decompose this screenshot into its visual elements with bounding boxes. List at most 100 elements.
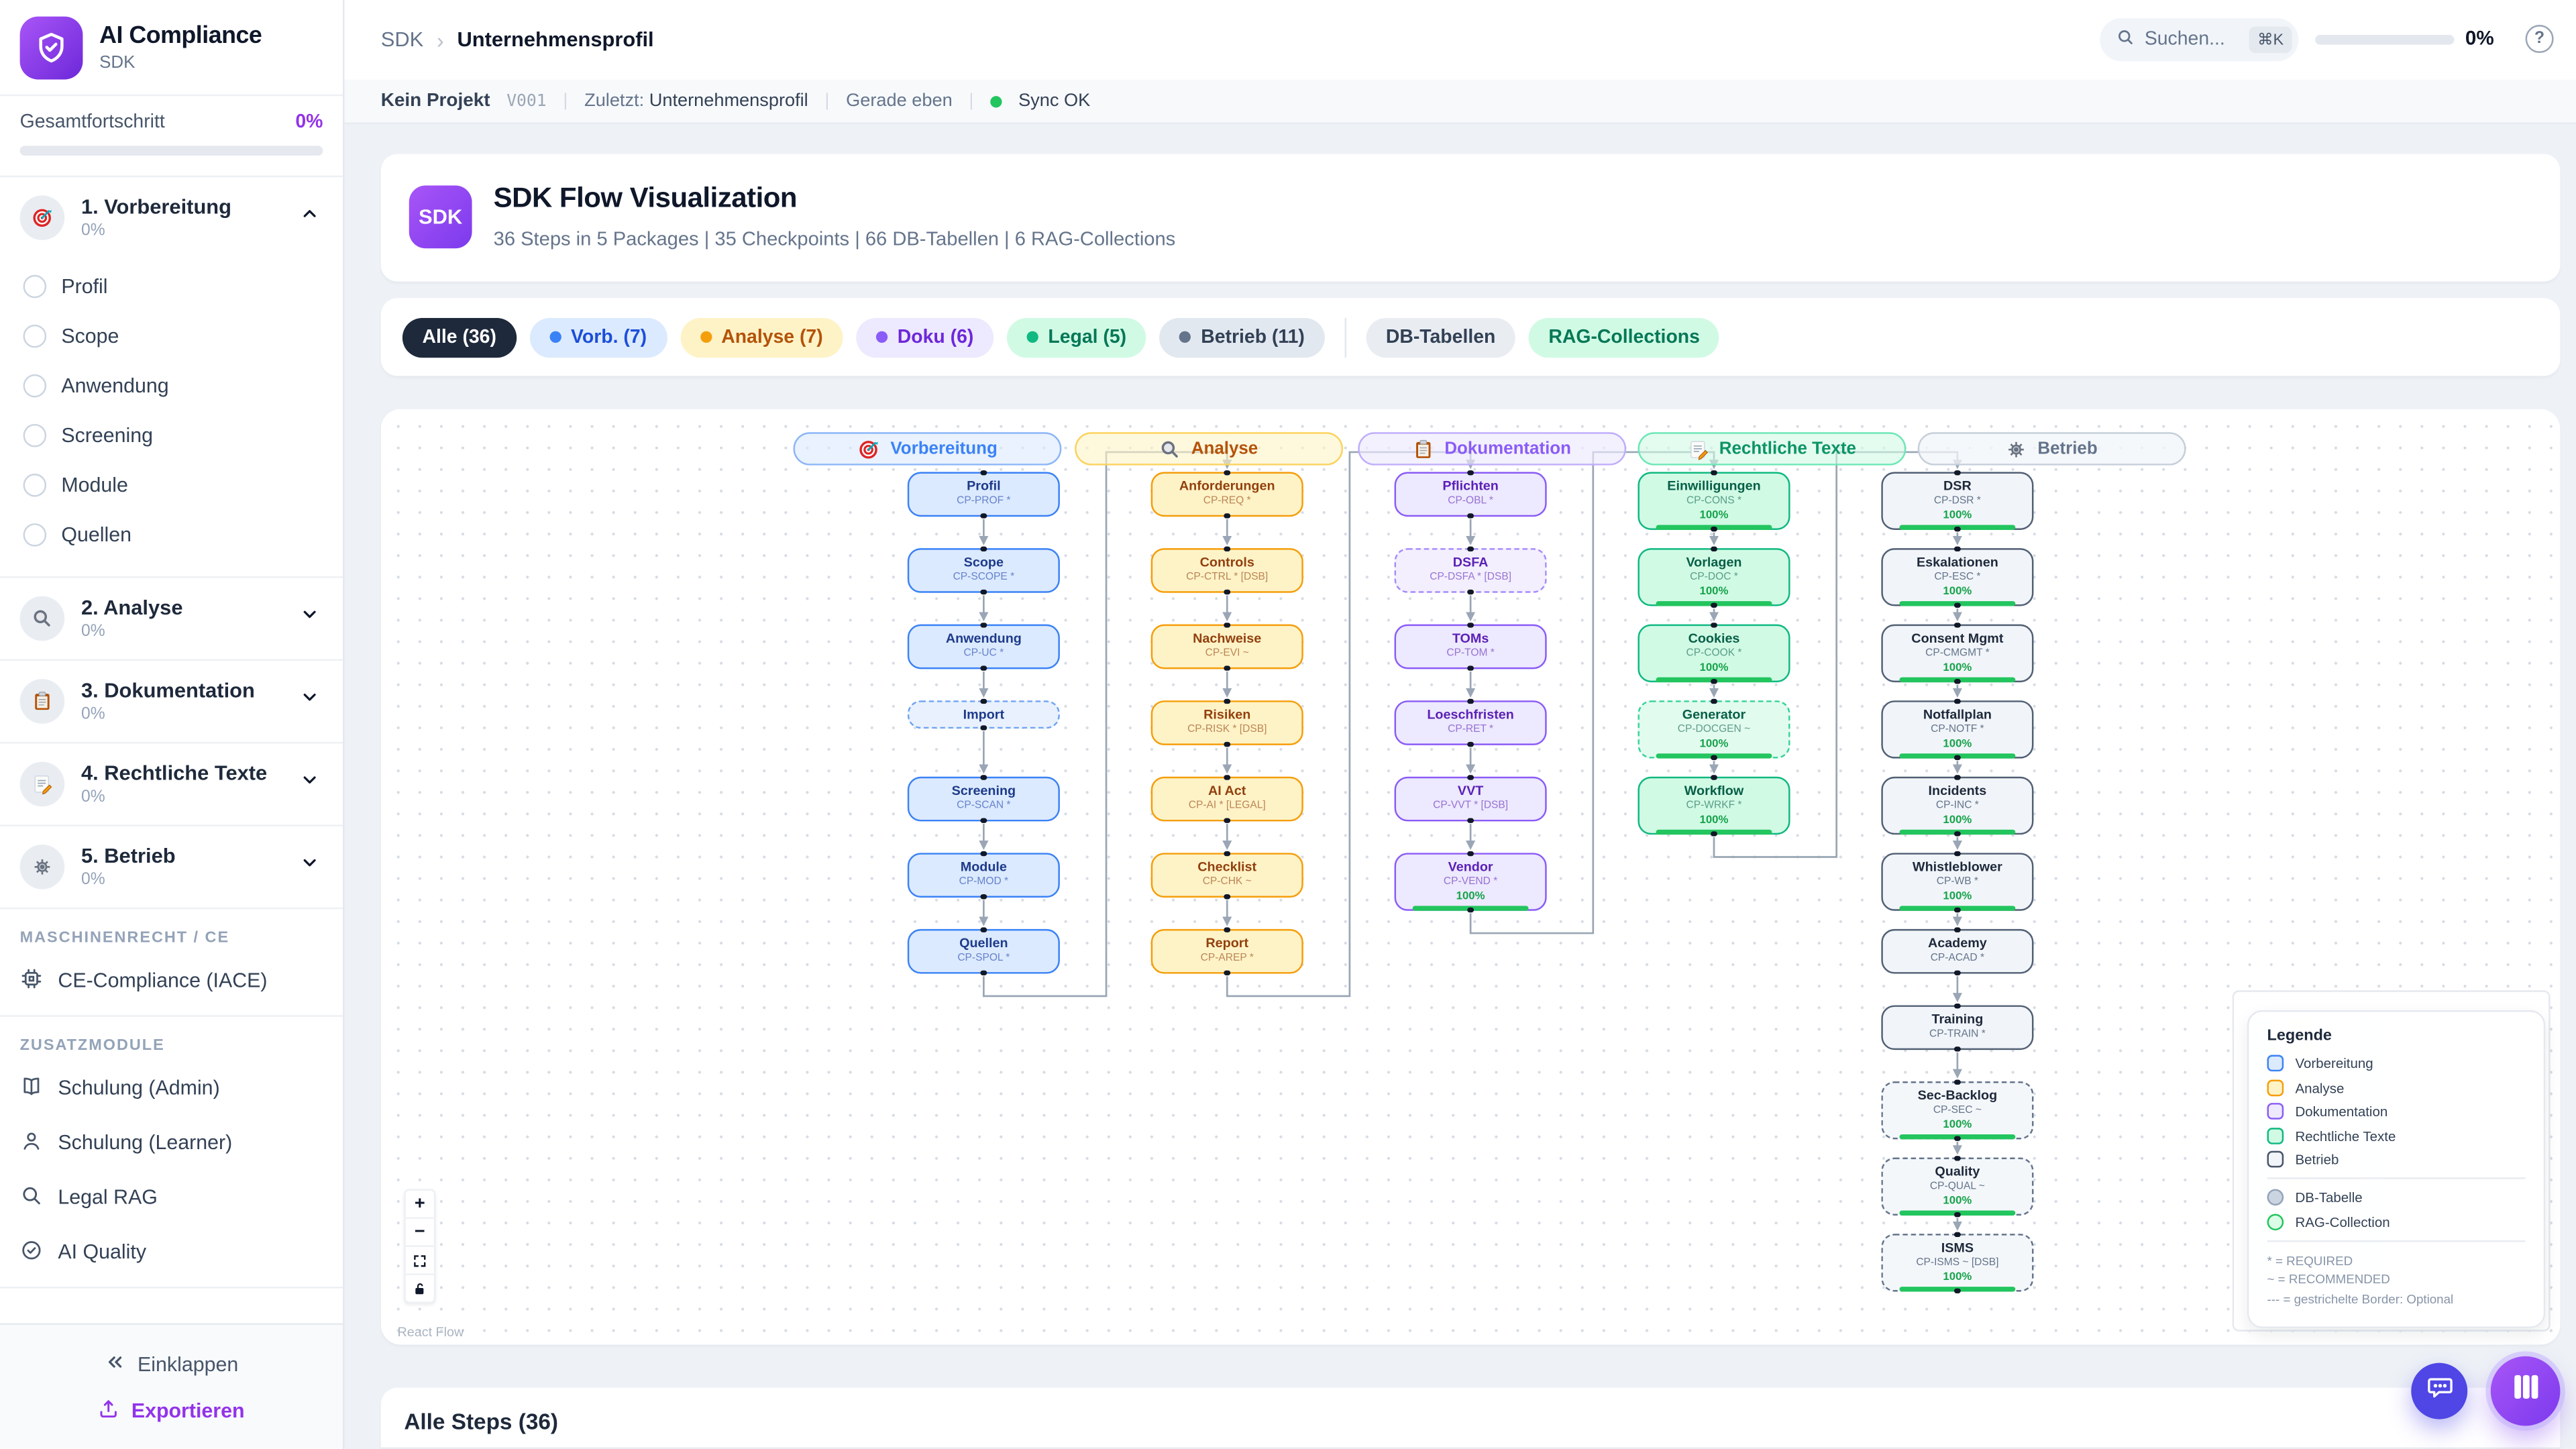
header-progress-value: 0% (2465, 26, 2494, 50)
chevron-down-icon[interactable] (300, 603, 320, 633)
section-items: Profil Scope Anwendung Screening Module … (0, 258, 343, 576)
reactflow-attribution: React Flow (397, 1324, 464, 1340)
swatch-icon (2267, 1079, 2284, 1095)
zoom-out-button[interactable]: − (405, 1219, 434, 1247)
sidebar-item-screening[interactable]: Screening (0, 410, 343, 460)
chat-fab[interactable] (2411, 1362, 2468, 1419)
flow-controls: + − (404, 1189, 436, 1303)
chevron-down-icon[interactable] (300, 686, 320, 715)
flow-group-header-purple[interactable]: Dokumentation (1358, 432, 1627, 466)
app-title: AI Compliance (99, 22, 262, 49)
kanban-fab[interactable] (2490, 1356, 2561, 1426)
fit-view-button[interactable] (405, 1247, 434, 1275)
sidebar-item-ai-quality[interactable]: AI Quality (0, 1225, 343, 1279)
search-outline-icon (20, 1183, 44, 1212)
sidebar-section-4: 4. Rechtliche Texte 0% (0, 743, 343, 826)
sidebar-item-anwendung[interactable]: Anwendung (0, 360, 343, 410)
zoom-in-button[interactable]: + (405, 1191, 434, 1219)
lock-button[interactable] (406, 1275, 434, 1301)
section-header[interactable]: 2. Analyse 0% (0, 577, 343, 658)
section-header[interactable]: 1. Vorbereitung 0% (0, 176, 343, 258)
filter-pill-slate[interactable]: Betrieb (11) (1159, 317, 1325, 357)
sidebar-item-ce-compliance-iace-[interactable]: CE-Compliance (IACE) (0, 953, 343, 1008)
legend-shape: RAG-Collection (2267, 1213, 2526, 1230)
group-heading: ZUSATZMODULE (19, 1036, 165, 1055)
sidebar-item-quellen[interactable]: Quellen (0, 509, 343, 559)
flow-group-header-green[interactable]: Rechtliche Texte (1638, 432, 1907, 466)
filter-pill-rag-collections[interactable]: RAG-Collections (1528, 317, 1720, 357)
overall-progress-bar (19, 146, 323, 155)
sidebar-item-scope[interactable]: Scope (0, 311, 343, 360)
filter-pill-yellow[interactable]: Analyse (7) (680, 317, 843, 357)
filter-pill-blue[interactable]: Vorb. (7) (529, 317, 667, 357)
flow-group-header-slate[interactable]: Betrieb (1917, 432, 2186, 466)
filter-pill-db-tabellen[interactable]: DB-Tabellen (1366, 317, 1516, 357)
filter-pill-purple[interactable]: Doku (6) (856, 317, 994, 357)
sidebar-item-module[interactable]: Module (0, 460, 343, 509)
search-input[interactable]: Suchen... ⌘K (2100, 18, 2299, 62)
filter-pill-all[interactable]: Alle (36) (402, 317, 517, 357)
section-header[interactable]: 4. Rechtliche Texte 0% (0, 743, 343, 824)
export-button[interactable]: Exportieren (98, 1397, 245, 1423)
collapse-sidebar-button[interactable]: Einklappen (105, 1350, 238, 1377)
sidebar-item-legal-rag[interactable]: Legal RAG (0, 1170, 343, 1224)
chevron-up-icon[interactable] (300, 202, 320, 231)
sidebar-section-3: 3. Dokumentation 0% (0, 660, 343, 743)
filter-pill-green[interactable]: Legal (5) (1006, 317, 1146, 357)
memo-icon (19, 761, 65, 806)
help-icon[interactable]: ? (2525, 25, 2554, 53)
legend-title: Legende (2267, 1026, 2332, 1045)
chevron-down-icon[interactable] (300, 851, 320, 881)
section-header[interactable]: 5. Betrieb 0% (0, 826, 343, 907)
sidebar-item-profil[interactable]: Profil (0, 261, 343, 311)
sidebar-item-schulung-learner-[interactable]: Schulung (Learner) (0, 1116, 343, 1170)
sidebar-item-schulung-admin-[interactable]: Schulung (Admin) (0, 1061, 343, 1115)
section-header[interactable]: 3. Dokumentation 0% (0, 660, 343, 741)
flow-group-header-blue[interactable]: Vorbereitung (793, 432, 1062, 466)
chevron-right-icon: › (436, 27, 444, 52)
flow-group-header-yellow[interactable]: Analyse (1075, 432, 1344, 466)
sidebar-sections: 1. Vorbereitung 0% Profil Scope Anwendun… (0, 176, 343, 909)
flow-node-import[interactable]: Import (907, 698, 1060, 731)
chevron-down-icon[interactable] (300, 768, 320, 798)
time-ago: Gerade eben (846, 91, 953, 111)
breadcrumb-root[interactable]: SDK (380, 28, 424, 52)
breadcrumb-bar: SDK › Unternehmensprofil Suchen... ⌘K 0%… (344, 0, 2576, 81)
